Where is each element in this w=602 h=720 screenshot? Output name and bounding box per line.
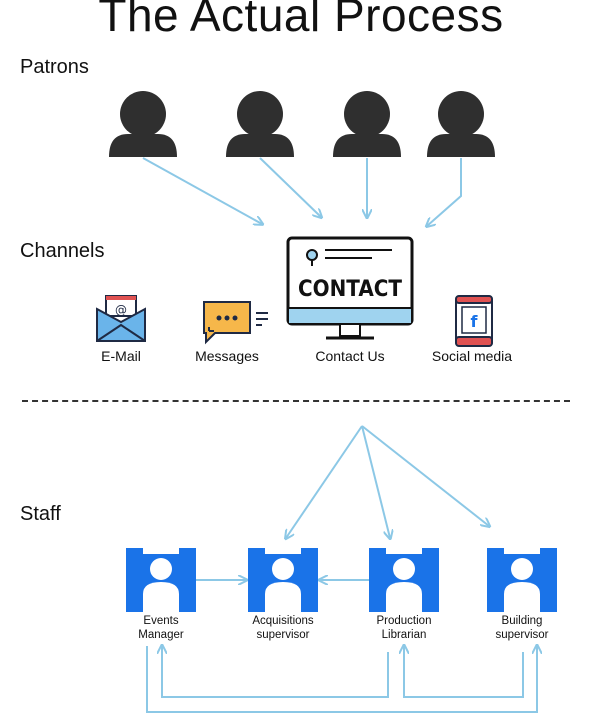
arrow	[361, 425, 390, 538]
staff-label-line: supervisor	[256, 629, 310, 641]
arrow	[404, 646, 524, 698]
staff-label-production-librarian: Production Librarian	[349, 614, 459, 642]
phone-facebook-icon: f	[455, 295, 493, 347]
staff-label-events-manager: Events Manager	[106, 614, 216, 642]
patron-icon	[109, 91, 177, 157]
staff-badge-icon	[126, 548, 196, 612]
arrow	[162, 646, 389, 698]
staff-label-line: Production	[376, 615, 432, 627]
patron-icon	[427, 91, 495, 157]
staff-badge-icon	[248, 548, 318, 612]
arrow	[146, 646, 537, 713]
staff-label-acquisitions-supervisor: Acquisitions supervisor	[228, 614, 338, 642]
channel-label-email: E-Mail	[101, 348, 141, 364]
section-label-staff: Staff	[20, 503, 61, 525]
svg-text:@: @	[115, 303, 127, 317]
staff-label-line: Librarian	[381, 629, 427, 641]
monitor-contact-icon: CONTACT	[286, 236, 414, 340]
staff-label-line: supervisor	[495, 629, 549, 641]
section-divider	[22, 400, 570, 402]
channel-label-messages: Messages	[195, 348, 259, 364]
staff-label-line: Building	[501, 615, 543, 627]
arrow	[361, 425, 489, 526]
staff-label-line: Manager	[138, 629, 184, 641]
staff-label-line: Events	[143, 615, 179, 627]
channel-to-staff-arrows	[286, 425, 489, 538]
contact-screen-text: CONTACT	[298, 277, 402, 302]
staff-label-line: Acquisitions	[252, 615, 314, 627]
staff-label-building-supervisor: Building supervisor	[467, 614, 577, 642]
speech-bubble-icon	[203, 301, 268, 345]
staff-badge-icon	[369, 548, 439, 612]
channel-label-contact-us: Contact Us	[315, 348, 385, 364]
arrow	[142, 157, 262, 224]
patron-icon	[333, 91, 401, 157]
svg-text:f: f	[471, 312, 479, 331]
page-title: The Actual Process	[98, 0, 504, 41]
patron-arrows	[142, 157, 462, 226]
section-label-channels: Channels	[20, 240, 105, 262]
section-label-patrons: Patrons	[20, 56, 89, 78]
feedback-loop-arrows	[146, 646, 537, 713]
arrow	[286, 425, 363, 538]
arrow	[427, 158, 462, 226]
patron-icon	[226, 91, 294, 157]
channel-label-social-media: Social media	[431, 348, 513, 364]
staff-badge-icon	[487, 548, 557, 612]
envelope-icon: @	[96, 295, 146, 342]
arrow	[259, 157, 321, 217]
